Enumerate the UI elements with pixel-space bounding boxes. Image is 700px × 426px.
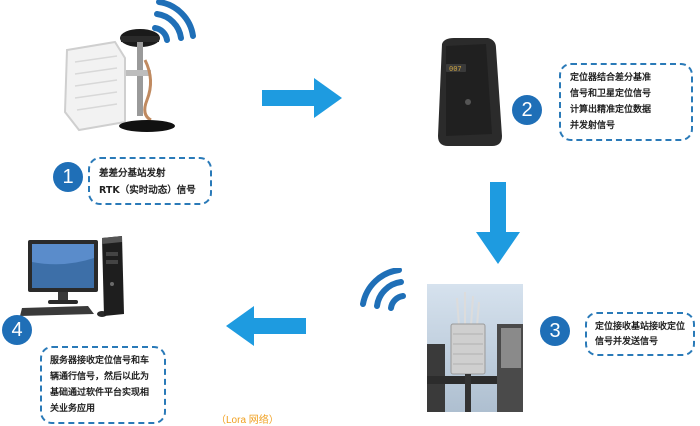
step-4-line-3: 基础通过软件平台实现相: [50, 388, 150, 398]
step-2-line-4: 并发射信号: [570, 121, 616, 131]
rtk-base-station-icon: [63, 0, 196, 132]
step-2-line-1: 定位器结合差分基准: [570, 73, 652, 83]
wifi-signal-icon-2: [360, 268, 406, 311]
step-3-callout: 定位接收基站接收定位 信号并发送信号: [585, 312, 695, 356]
receiving-base-station-icon: [427, 284, 523, 412]
step-2-number: 2: [512, 95, 542, 125]
step-2-line-3: 计算出精准定位数据: [570, 105, 652, 115]
step-1-callout: 差差分基站发射 RTK（实时动态）信号: [88, 157, 212, 205]
locator-device-icon: 007: [438, 38, 502, 146]
arrow-down-icon: [476, 182, 520, 264]
step-3-line-1: 定位接收基站接收定位: [595, 322, 686, 332]
arrow-left-icon: [226, 306, 306, 346]
network-label: （Lora 网络）: [216, 415, 279, 426]
step-4-line-4: 关业务应用: [50, 404, 96, 414]
computer-server-icon: [20, 236, 124, 317]
step-4-number: 4: [2, 315, 32, 345]
step-4-callout: 服务器接收定位信号和车 辆通行信号，然后以此为 基础通过软件平台实现相 关业务应…: [40, 346, 166, 424]
step-2-callout: 定位器结合差分基准 信号和卫星定位信号 计算出精准定位数据 并发射信号: [559, 63, 693, 141]
step-1-line-1: 差差分基站发射: [99, 168, 166, 179]
step-1-line-2: RTK（实时动态）信号: [99, 185, 196, 196]
step-4-line-1: 服务器接收定位信号和车: [50, 356, 150, 366]
step-4-line-2: 辆通行信号，然后以此为: [50, 372, 150, 382]
device-label: 007: [449, 65, 462, 73]
step-1-number: 1: [53, 162, 83, 192]
step-3-number: 3: [540, 316, 570, 346]
step-3-line-2: 信号并发送信号: [595, 337, 659, 347]
step-2-line-2: 信号和卫星定位信号: [570, 89, 652, 99]
wifi-signal-icon: [152, 0, 196, 43]
arrow-right-icon: [262, 78, 342, 118]
